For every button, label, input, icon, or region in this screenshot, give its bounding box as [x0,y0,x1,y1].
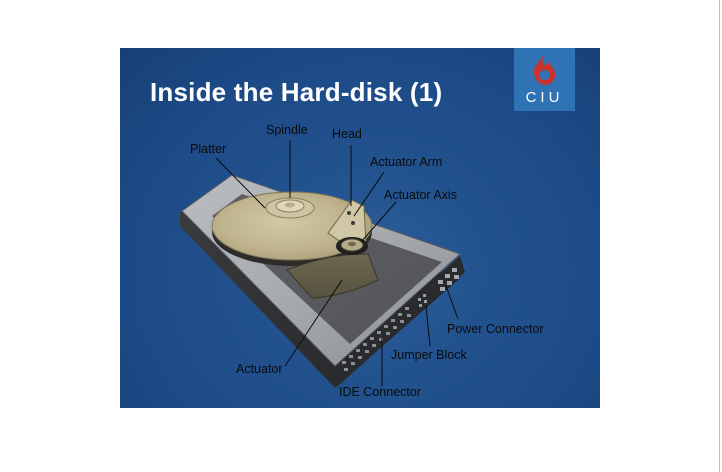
label-ide-connector: IDE Connector [339,385,421,399]
platter [211,191,373,261]
spindle-center [285,202,295,208]
label-jumper-block: Jumper Block [391,348,467,362]
pointer-jumper [425,305,431,347]
label-head: Head [332,127,362,141]
label-power-connector: Power Connector [447,322,544,336]
arm-rivet-2 [351,221,355,225]
label-spindle: Spindle [266,123,308,137]
label-actuator-arm: Actuator Arm [370,155,443,169]
label-actuator-axis: Actuator Axis [384,188,457,202]
slide-title: Inside the Hard-disk (1) [150,77,443,107]
pointer-actuator-arm [353,171,385,217]
actuator [286,253,379,299]
hard-disk-illustration [180,140,465,388]
actuator-axis-core [348,241,356,247]
power-connector-pins [438,268,459,291]
jumper-block-pins [418,294,427,307]
ciu-logo: CIU [514,48,575,111]
page-edge-line [719,0,720,472]
pointer-actuator-axis [360,201,397,243]
label-actuator: Actuator [236,362,283,376]
slide: Inside the Hard-disk (1) CIU [120,48,600,408]
pointer-power [445,285,459,320]
pointer-actuator [284,279,343,367]
ide-connector-pins [342,307,411,371]
label-pointers [215,140,459,386]
pointer-platter [215,157,266,209]
label-platter: Platter [190,142,227,156]
flame-logo-icon [533,55,556,85]
logo-text: CIU [525,89,564,106]
arm-rivet-1 [347,211,351,215]
